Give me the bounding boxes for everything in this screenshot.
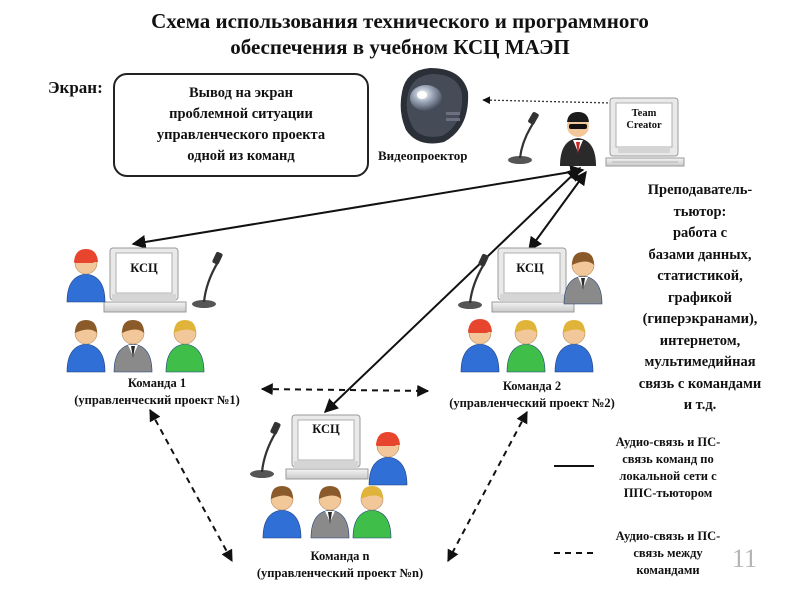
legend-line: командами — [636, 563, 700, 577]
team-project: (управленческий проект №n) — [256, 566, 424, 580]
person-icon — [554, 320, 594, 373]
legend-line: Аудио-связь и ПС- — [615, 435, 721, 449]
team-1-label: Команда 1 (управленческий проект №1) — [42, 375, 272, 409]
teacher-description-line: графикой — [667, 289, 733, 306]
person-icon — [165, 320, 205, 373]
screen-text-line: одной из команд — [187, 148, 295, 164]
tutor-monitor-label: Team — [632, 108, 657, 119]
screen-text-line: управленческого проекта — [156, 127, 326, 143]
team-n-computer-icon: КСЦ — [285, 414, 369, 480]
team-2-monitor-label: КСЦ — [516, 261, 544, 275]
teacher-description-line: работа с — [672, 225, 728, 241]
title-line-2: обеспечения в учебном КСЦ МАЭП — [230, 35, 570, 59]
legend-solid-text: Аудио-связь и ПС- связь команд по локаль… — [598, 434, 738, 502]
person-icon — [262, 486, 302, 539]
teacher-description: Преподаватель- тьютор: работа с базами д… — [602, 180, 798, 417]
legend-dashed-text: Аудио-связь и ПС- связь между командами — [598, 528, 738, 579]
team-2-computer-icon: КСЦ — [491, 247, 575, 313]
screen-label: Экран: — [48, 78, 103, 97]
link-tutor-projector — [482, 96, 613, 105]
team-name: Команда n — [310, 549, 370, 563]
screen-box: Вывод на экран проблемной ситуации управ… — [113, 73, 369, 177]
teacher-description-line: и т.д. — [683, 397, 717, 413]
tutor-monitor-label: Creator — [626, 120, 662, 131]
team-1-monitor-label: КСЦ — [130, 261, 158, 275]
tutor-workstation: Team Creator — [508, 97, 685, 167]
team-name: Команда 1 — [127, 376, 187, 390]
person-icon — [368, 432, 408, 486]
legend-line: Аудио-связь и ПС- — [615, 529, 721, 543]
person-icon — [113, 320, 153, 373]
link-tutor-team2 — [528, 170, 587, 252]
legend-line: ППС-тьютором — [623, 486, 713, 500]
link-team1-teamn — [149, 408, 233, 563]
teacher-description-line: тьютор: — [673, 203, 727, 220]
person-icon — [66, 320, 106, 373]
team-n-label: Команда n (управленческий проект №n) — [225, 548, 455, 582]
projector-label: Видеопроектор — [378, 148, 468, 163]
tutor-computer-icon: Team Creator — [605, 97, 685, 167]
team-1-group: КСЦ — [103, 247, 223, 313]
teacher-description-line: статистикой, — [657, 268, 743, 284]
link-tutor-team1 — [131, 165, 585, 249]
person-icon — [66, 249, 106, 303]
person-icon — [460, 319, 500, 373]
link-tutor-teamn — [323, 167, 582, 413]
link-team2-teamn — [447, 410, 528, 563]
people-layer — [66, 249, 603, 539]
teacher-description-line: интернетом, — [659, 332, 741, 349]
person-icon — [563, 252, 603, 305]
teacher-description-line: (гиперэкранами), — [642, 311, 758, 327]
title-line-1: Схема использования технического и прогр… — [151, 9, 649, 33]
team-project: (управленческий проект №1) — [74, 393, 240, 407]
teacher-description-line: Преподаватель- — [647, 182, 753, 198]
projector-icon — [400, 68, 469, 144]
microphone-icon — [192, 251, 223, 308]
page-number: 11 — [732, 544, 758, 573]
team-n-monitor-label: КСЦ — [312, 422, 340, 436]
team-n-group: КСЦ — [250, 414, 369, 480]
microphone-icon — [508, 112, 539, 164]
team-1-computer-icon: КСЦ — [103, 247, 187, 313]
tutor-avatar — [560, 112, 596, 166]
person-icon — [352, 486, 392, 539]
teacher-description-line: связь с командами — [638, 375, 762, 392]
screen-text-line: проблемной ситуации — [169, 106, 313, 122]
person-icon — [506, 320, 546, 373]
legend-line: локальной сети с — [619, 469, 717, 483]
legend-line: связь команд по — [622, 452, 714, 466]
team-2-group: КСЦ — [458, 247, 575, 313]
person-icon — [310, 486, 350, 539]
teacher-description-line: мультимедийная — [644, 354, 756, 370]
page-title: Схема использования технического и прогр… — [40, 8, 760, 60]
teacher-description-line: базами данных, — [648, 246, 752, 263]
link-team1-team2 — [260, 383, 430, 397]
microphone-icon — [250, 421, 281, 478]
legend-line: связь между — [633, 546, 703, 560]
microphone-icon — [458, 253, 489, 309]
screen-text-line: Вывод на экран — [188, 85, 294, 101]
